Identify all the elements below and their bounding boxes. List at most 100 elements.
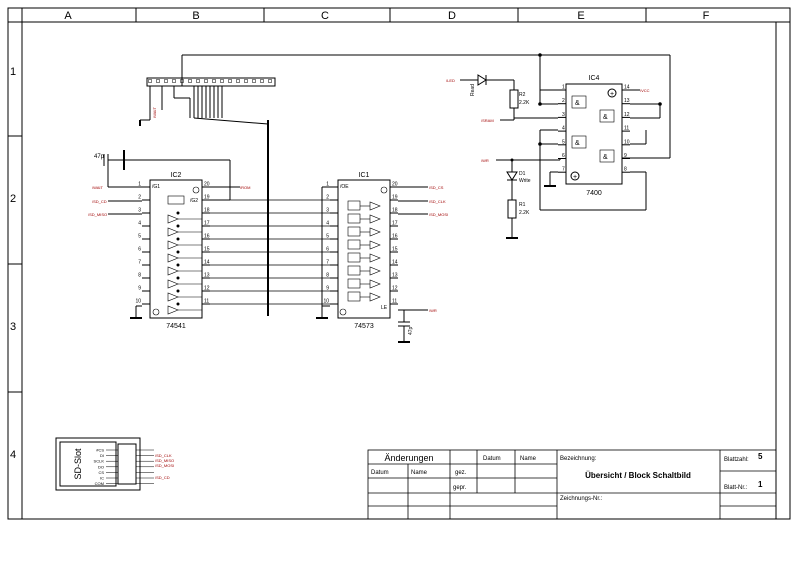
power-symbol bbox=[380, 186, 388, 194]
pin-number: 1 bbox=[326, 182, 329, 188]
buffer-gate bbox=[167, 253, 179, 263]
name-col: Name bbox=[411, 470, 428, 476]
pin-number: 3 bbox=[138, 208, 141, 214]
sd-pin-label: CS bbox=[98, 470, 104, 475]
pin-number: 1 bbox=[138, 182, 141, 188]
date-header: Datum bbox=[483, 456, 501, 462]
ic1-wires bbox=[316, 186, 428, 343]
sheets-label: Blattzahl: bbox=[724, 457, 749, 463]
connector-pin bbox=[188, 79, 192, 83]
ground-symbol bbox=[339, 308, 347, 316]
r2-label: R2 bbox=[519, 92, 526, 98]
junction bbox=[176, 276, 180, 280]
nand-gate bbox=[599, 109, 615, 123]
ic2-74541: IC2 74541 /G1 /G2 1234567891020191817161… bbox=[135, 172, 210, 330]
net-label: /SD_MOSI bbox=[429, 212, 448, 217]
ic2-part: 74541 bbox=[166, 323, 186, 330]
sheet-no-value: 1 bbox=[758, 480, 763, 489]
pin-number: 9 bbox=[138, 286, 141, 292]
column-label: D bbox=[448, 10, 456, 22]
row-label: 1 bbox=[10, 66, 16, 78]
checked-label: gez. bbox=[455, 470, 467, 476]
pin-number: 7 bbox=[562, 167, 565, 173]
pin-number: 8 bbox=[326, 273, 329, 279]
pin-number: 13 bbox=[624, 98, 630, 104]
ic4-gates: &&&& bbox=[571, 95, 615, 163]
pin-number: 16 bbox=[392, 234, 398, 240]
column-label: F bbox=[703, 10, 710, 22]
pin-number: 11 bbox=[204, 299, 209, 305]
latch-buffer bbox=[369, 253, 381, 263]
junction bbox=[176, 237, 180, 241]
net-label: /ROM bbox=[240, 185, 250, 190]
pin-number: 9 bbox=[326, 286, 329, 292]
row-label: 3 bbox=[10, 321, 16, 333]
pin-number: 15 bbox=[392, 247, 398, 253]
connector-pin bbox=[252, 79, 256, 83]
buffer-gate bbox=[167, 279, 179, 289]
title-block-text: Änderungen Datum Name Datum Name gez. ge… bbox=[371, 452, 763, 502]
cap-bottom-label: 47p bbox=[408, 326, 414, 335]
pin-number: 19 bbox=[392, 195, 398, 201]
connector-pin bbox=[204, 79, 208, 83]
connector-pin bbox=[268, 79, 272, 83]
data-bus bbox=[210, 199, 330, 305]
net-label: /SD_MISO bbox=[88, 212, 107, 217]
approved-label: gepr. bbox=[453, 485, 467, 491]
ic2-buffers bbox=[152, 186, 202, 316]
pin-number: 10 bbox=[624, 139, 630, 145]
ic1-name: IC1 bbox=[359, 172, 370, 179]
sheet-no-label: Blatt-Nr.: bbox=[724, 485, 748, 491]
nand-symbol: & bbox=[575, 100, 580, 107]
pin-number: 15 bbox=[204, 247, 210, 253]
cap-top-label: 47p bbox=[94, 154, 105, 160]
sd-pin-label: DI bbox=[100, 453, 104, 458]
connector-pin bbox=[228, 79, 232, 83]
junction bbox=[176, 289, 180, 293]
power-symbol bbox=[192, 186, 200, 194]
junction bbox=[176, 250, 180, 254]
sd-pin-label: SCLK bbox=[94, 459, 105, 464]
pin-number: 13 bbox=[392, 273, 398, 279]
latch-buffer bbox=[369, 240, 381, 250]
net-label: /LED bbox=[446, 78, 455, 83]
ic1-oe: /OE bbox=[340, 184, 349, 190]
pin-number: 14 bbox=[204, 260, 210, 266]
nand-gate bbox=[571, 95, 587, 109]
nand-gate bbox=[599, 149, 615, 163]
connector-pin bbox=[164, 79, 168, 83]
pin-number: 4 bbox=[138, 221, 141, 227]
header-connector bbox=[139, 54, 671, 316]
row-label: 4 bbox=[10, 449, 16, 461]
net-label: /WAIT bbox=[92, 185, 104, 190]
latch-cell bbox=[347, 291, 361, 302]
ic4-wires bbox=[514, 55, 661, 211]
connector-pin bbox=[156, 79, 160, 83]
junction bbox=[176, 211, 180, 215]
svg-text:+: + bbox=[573, 174, 577, 181]
latch-buffer bbox=[369, 201, 381, 211]
net-label: /SD_CD bbox=[155, 475, 170, 480]
pin-number: 12 bbox=[392, 286, 398, 292]
r1-value: 2.2K bbox=[519, 210, 530, 216]
ground-symbol bbox=[152, 308, 160, 316]
column-label: A bbox=[64, 10, 72, 22]
junction bbox=[176, 224, 180, 228]
designation-label: Bezeichnung: bbox=[560, 456, 597, 462]
pin-number: 17 bbox=[392, 221, 398, 227]
read-led-label: Read bbox=[470, 84, 476, 96]
r2-value: 2.2K bbox=[519, 100, 530, 106]
ic4-part: 7400 bbox=[586, 190, 602, 197]
latch-cell bbox=[347, 278, 361, 289]
sd-slot-label: SD-Slot bbox=[73, 448, 83, 480]
pin-number: 14 bbox=[624, 85, 630, 91]
pin-number: 4 bbox=[562, 126, 565, 132]
nand-symbol: & bbox=[575, 140, 580, 147]
write-led-circuit bbox=[496, 159, 560, 239]
